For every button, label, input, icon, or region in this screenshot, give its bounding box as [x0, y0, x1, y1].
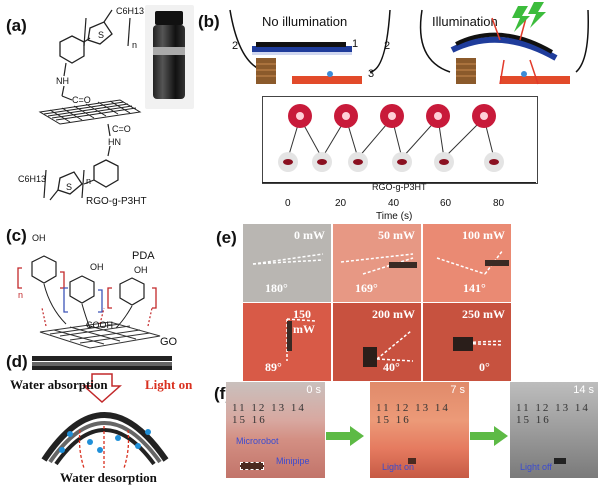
e-angle-3: 89°	[265, 360, 282, 374]
water-desorption-label: Water desorption	[60, 470, 157, 485]
tick-0: 0	[285, 198, 291, 209]
nh-bottom: HN	[108, 137, 121, 147]
f-tile-0: 11 12 13 14 15 16 0 s Microrobot Minipip…	[226, 382, 325, 478]
light-on-label: Light on	[145, 377, 193, 392]
e-power-0: 0 mW	[294, 228, 325, 242]
label-3: 3	[368, 68, 375, 80]
pda-label: PDA	[132, 250, 155, 262]
e-power-3: 150 mW	[293, 307, 315, 336]
e-tile-0: 0 mW 180°	[243, 224, 331, 302]
microrobot	[240, 462, 264, 470]
co-top: C=O	[72, 95, 91, 105]
hexyl-top: C6H13	[116, 6, 145, 16]
panel-a-label: (a)	[6, 16, 27, 35]
cooh-label: COOH	[86, 320, 113, 330]
f-time-2: 14 s	[573, 384, 594, 396]
tick-80: 80	[493, 198, 505, 209]
rgo-p3ht-structure	[38, 9, 142, 201]
oh-label-2: OH	[90, 262, 104, 272]
e-tile-3: 150 mW 89°	[243, 303, 331, 381]
panel-c-label: (c)	[6, 226, 27, 245]
nh-top: NH	[56, 76, 69, 86]
e-angle-1: 169°	[355, 281, 378, 295]
co-bottom: C=O	[112, 124, 131, 134]
go-label: GO	[160, 336, 178, 348]
time-axis-label: Time (s)	[376, 211, 413, 222]
e-tile-4: 200 mW 40°	[333, 303, 421, 381]
f-ruler-2: 11 12 13 14 15 16	[516, 402, 590, 426]
tick-20: 20	[335, 198, 347, 209]
f-tile-1: 11 12 13 14 15 16 7 s Light on	[370, 382, 469, 478]
oh-label-1: OH	[32, 233, 46, 243]
n-top: n	[132, 40, 138, 50]
microrobot-moving	[408, 458, 416, 464]
time-axis-line	[262, 182, 536, 183]
rgo-caption: RGO-g-P3HT	[86, 196, 147, 207]
e-tile-2-arrows	[436, 249, 509, 275]
e-tile-1: 50 mW 169°	[333, 224, 421, 302]
n-label-c: n	[18, 290, 24, 300]
arrow-f-1	[326, 426, 364, 446]
e-tile-5-arrows	[452, 337, 504, 351]
vial-photo	[145, 5, 194, 109]
panel-d-label: (d)	[6, 352, 28, 371]
motion-sequence	[278, 104, 504, 172]
f-time-1: 7 s	[450, 384, 465, 396]
panel-b-label: (b)	[198, 12, 220, 31]
tick-60: 60	[440, 198, 452, 209]
e-angle-2: 141°	[463, 281, 486, 295]
microrobot-end	[554, 458, 566, 464]
f-time-0: 0 s	[306, 384, 321, 396]
n-bottom: n	[86, 176, 92, 186]
light-off-f-label: Light off	[520, 462, 552, 472]
label-2b: 2	[384, 40, 391, 52]
oh-label-3: OH	[134, 265, 148, 275]
e-angle-5: 0°	[479, 360, 490, 374]
e-tile-2: 100 mW 141°	[423, 224, 511, 302]
e-power-2: 100 mW	[462, 228, 505, 242]
actuator-schematic	[229, 2, 589, 85]
e-power-4: 200 mW	[372, 307, 415, 321]
hexyl-bottom: C6H13	[18, 174, 47, 184]
pda-go-structure	[17, 255, 161, 349]
arrow-f-2	[470, 426, 508, 446]
e-angle-4: 40°	[383, 360, 400, 374]
inset-caption: RGO-g-P3HT	[372, 182, 427, 192]
illumination-label: Illumination	[432, 14, 498, 29]
e-tile-3-arrows	[286, 318, 316, 361]
e-tile-0-arrows	[252, 253, 324, 265]
vial-gap	[153, 47, 185, 55]
no-illumination-label: No illumination	[262, 14, 348, 29]
label-1: 1	[352, 38, 359, 50]
panel-e-label: (e)	[216, 228, 237, 247]
water-absorption-label: Water absorption	[10, 377, 108, 392]
e-angle-0: 180°	[265, 281, 288, 295]
vial-body	[153, 25, 185, 99]
e-tile-4-arrows	[363, 330, 414, 367]
f-tile-2: 11 12 13 14 15 16 14 s Light off	[510, 382, 598, 478]
microrobot-label: Microrobot	[236, 436, 279, 446]
minipipe-label: Minipipe	[276, 456, 310, 466]
vial-cap	[155, 11, 183, 25]
light-on-f-label: Light on	[382, 462, 415, 472]
f-ruler-1: 11 12 13 14 15 16	[376, 402, 450, 426]
water-desorption-diagram	[32, 356, 172, 469]
e-tile-1-arrows	[340, 253, 417, 275]
e-power-5: 250 mW	[462, 307, 505, 321]
s-top: S	[98, 30, 105, 40]
s-bottom: S	[66, 182, 73, 192]
label-2a: 2	[232, 40, 239, 52]
f-ruler-0: 11 12 13 14 15 16	[232, 402, 306, 426]
e-power-1: 50 mW	[378, 228, 415, 242]
e-tile-5: 250 mW 0°	[423, 303, 511, 381]
tick-40: 40	[388, 198, 400, 209]
